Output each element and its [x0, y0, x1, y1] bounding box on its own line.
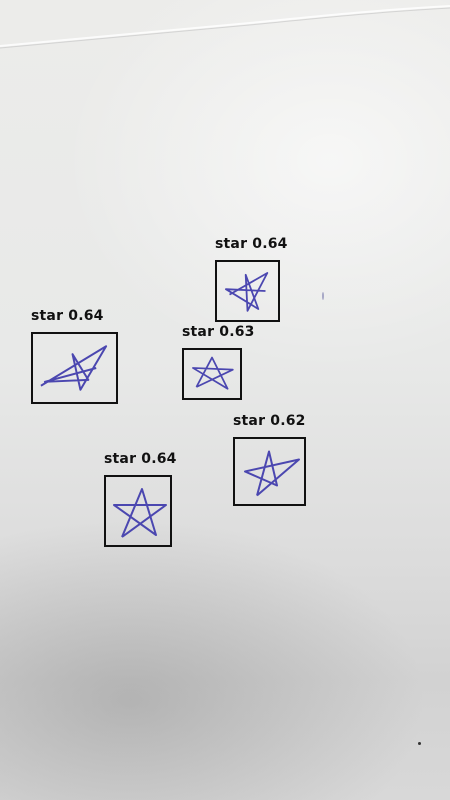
bounding-box: [233, 437, 306, 506]
bounding-box: [104, 475, 172, 547]
detection-label: star 0.62: [233, 413, 306, 429]
star-drawing: [225, 272, 269, 312]
star-drawing: [192, 356, 234, 390]
paper-crease: [0, 5, 450, 49]
detection-star-1: star 0.64: [215, 236, 287, 322]
detection-label: star 0.64: [31, 308, 104, 324]
detection-star-4: star 0.62: [233, 413, 306, 506]
bounding-box: [31, 332, 118, 404]
paper-speck: [322, 292, 324, 300]
detection-label: star 0.63: [182, 324, 255, 340]
star-drawing: [113, 488, 167, 538]
paper-speck: [418, 742, 421, 745]
bounding-box: [182, 348, 242, 400]
bounding-box: [215, 260, 280, 322]
detection-label: star 0.64: [104, 451, 177, 467]
star-drawing: [40, 345, 108, 391]
detection-label: star 0.64: [215, 236, 288, 252]
detection-star-5: star 0.64: [104, 451, 176, 547]
detection-star-3: star 0.63: [182, 324, 254, 400]
detection-star-2: star 0.64: [31, 308, 118, 404]
star-drawing: [244, 450, 300, 497]
